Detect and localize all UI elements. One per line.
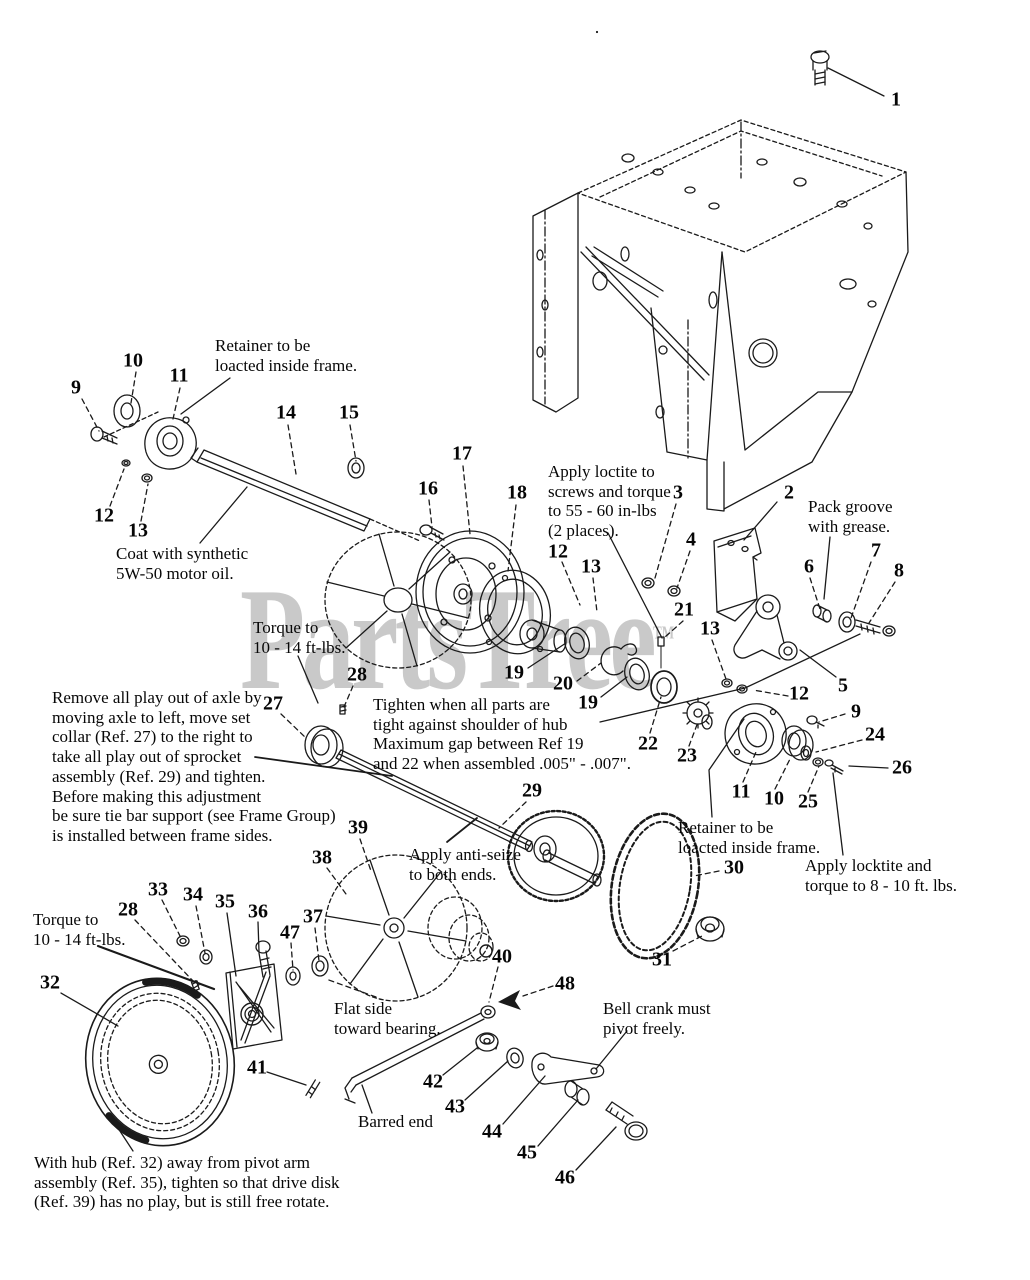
annotation-note: Retainer to be loacted inside frame. (678, 818, 821, 857)
annotation-note: Tighten when all parts are tight against… (373, 695, 631, 774)
annotation-note: Barred end (358, 1112, 434, 1131)
part-number-32: 32 (40, 971, 60, 994)
bolt-1-art (811, 51, 829, 85)
part-number-43: 43 (445, 1095, 465, 1118)
annotation-note: With hub (Ref. 32) away from pivot arm a… (34, 1153, 340, 1212)
part-number-39: 39 (348, 816, 368, 839)
lever-art (734, 595, 895, 660)
part-number-11: 11 (731, 780, 751, 803)
part-number-47: 47 (280, 921, 300, 944)
part-number-23: 23 (677, 744, 697, 767)
part-number-19: 19 (504, 661, 524, 684)
part-number-20: 20 (553, 672, 573, 695)
part-number-12: 12 (94, 504, 114, 527)
annotation-note: Flat side toward bearing. (334, 999, 441, 1038)
part-number-10: 10 (123, 349, 143, 372)
part-number-17: 17 (452, 442, 472, 465)
part-number-13: 13 (581, 555, 601, 578)
part-number-45: 45 (517, 1141, 537, 1164)
wheel-art (73, 966, 248, 1157)
drive-disk-art (325, 855, 493, 1001)
annotation-note: Torque to 10 - 14 ft-lbs. (253, 618, 346, 657)
part-number-13: 13 (700, 617, 720, 640)
left-bearing-art (91, 395, 196, 482)
impeller-art (325, 532, 471, 668)
annotation-note: Apply anti-seize to both ends. (409, 845, 521, 884)
part-number-19: 19 (578, 691, 598, 714)
part-number-18: 18 (507, 481, 527, 504)
part-number-7: 7 (871, 539, 881, 562)
pulley-art (416, 525, 524, 653)
frame-art (533, 120, 908, 511)
part-number-13: 13 (128, 519, 148, 542)
annotation-note: Apply locktite and torque to 8 - 10 ft. … (805, 856, 958, 895)
part-number-36: 36 (248, 900, 268, 923)
part-number-5: 5 (838, 674, 848, 697)
pivot-arm-art (177, 936, 328, 1049)
bracket-art (642, 528, 761, 621)
part-number-37: 37 (303, 905, 323, 928)
part-number-10: 10 (764, 787, 784, 810)
part-number-9: 9 (71, 376, 81, 399)
annotation-note: Remove all play out of axle by moving ax… (52, 688, 336, 846)
part-number-11: 11 (169, 364, 189, 387)
part-number-26: 26 (892, 756, 912, 779)
part-number-6: 6 (804, 555, 814, 578)
right-bearing-art (722, 679, 843, 774)
watermark-text: PartsTree (240, 558, 657, 720)
part-number-16: 16 (418, 477, 438, 500)
part-number-15: 15 (339, 401, 359, 424)
part-number-40: 40 (492, 945, 512, 968)
part-number-21: 21 (674, 598, 694, 621)
part-number-27: 27 (263, 692, 283, 715)
annotation-note: Bell crank must pivot freely. (603, 999, 711, 1038)
axle-art (305, 705, 724, 965)
part-number-44: 44 (482, 1120, 502, 1143)
part-number-24: 24 (865, 723, 885, 746)
part-number-3: 3 (673, 481, 683, 504)
part-number-2: 2 (784, 481, 794, 504)
part-number-1: 1 (891, 88, 901, 111)
speck (595, 30, 599, 34)
bell-crank-art (302, 990, 647, 1140)
part-number-31: 31 (652, 948, 672, 971)
part-number-41: 41 (247, 1056, 267, 1079)
watermark: PartsTreeTM (240, 566, 674, 712)
part-number-4: 4 (686, 528, 696, 551)
part-number-22: 22 (638, 732, 658, 755)
annotation-note: Torque to 10 - 14 ft-lbs. (33, 910, 126, 949)
annotation-note: Apply loctite to screws and torque to 55… (548, 462, 671, 541)
annotation-note: Pack groove with grease. (808, 497, 893, 536)
part-number-28: 28 (347, 663, 367, 686)
part-number-33: 33 (148, 878, 168, 901)
part-number-38: 38 (312, 846, 332, 869)
annotation-note: Retainer to be loacted inside frame. (215, 336, 358, 375)
part-number-28: 28 (118, 898, 138, 921)
part-number-9: 9 (851, 700, 861, 723)
part-number-48: 48 (555, 972, 575, 995)
leader-lines (61, 68, 895, 1170)
shaft-art (191, 448, 420, 541)
annotation-note: Coat with synthetic 5W-50 motor oil. (116, 544, 249, 583)
part-number-12: 12 (548, 540, 568, 563)
part-number-46: 46 (555, 1166, 575, 1189)
part-number-14: 14 (276, 401, 296, 424)
part-number-34: 34 (183, 883, 203, 906)
part-number-35: 35 (215, 890, 235, 913)
part-number-12: 12 (789, 682, 809, 705)
hub-art (472, 564, 713, 729)
part-number-42: 42 (423, 1070, 443, 1093)
part-number-29: 29 (522, 779, 542, 802)
part-number-25: 25 (798, 790, 818, 813)
part-number-8: 8 (894, 559, 904, 582)
part-number-30: 30 (724, 856, 744, 879)
